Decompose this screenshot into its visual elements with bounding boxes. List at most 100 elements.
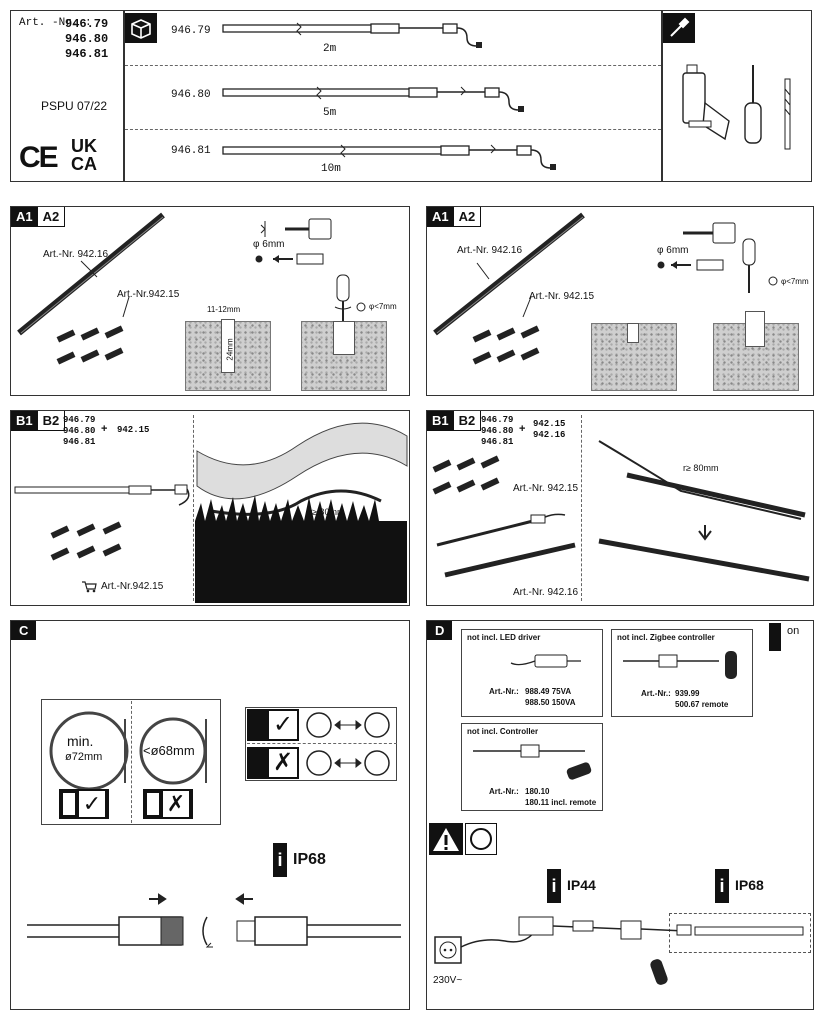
zigbee-box <box>611 629 753 717</box>
controller-line-2: 180.11 incl. remote <box>525 798 597 807</box>
controller-icon <box>473 744 592 780</box>
drill-diameter-label-right: φ 6mm <box>657 245 689 256</box>
power-circle-icon <box>465 823 497 855</box>
drill-diameter-label: φ 6mm <box>253 239 285 250</box>
drill-bit-icon <box>784 78 791 150</box>
br-profile-art: Art.-Nr. 942.16 <box>513 587 579 598</box>
zigbee-art-label: Art.-Nr.: <box>641 689 671 698</box>
info-ip68-d-icon: i <box>715 869 729 903</box>
panel-d-tag: D <box>427 621 453 640</box>
info-ip44-icon: i <box>547 869 561 903</box>
tag-d: D <box>427 621 453 640</box>
bend-circles <box>49 711 207 791</box>
variant-length-3: 10m <box>321 163 341 175</box>
info-ip68-icon: i <box>273 843 287 877</box>
art-number-2: 946.80 <box>65 32 109 46</box>
led-driver-line-2: 988.50 150VA <box>525 698 576 707</box>
doc-code: PSPU 07/22 <box>41 99 108 113</box>
panel-b-left-tag: B1 B2 <box>11 411 66 431</box>
zigbee-title: not incl. Zigbee controller <box>617 633 715 642</box>
hole-depth-label: 24mm <box>225 338 235 361</box>
b-art-3: 946.81 <box>63 437 96 447</box>
ukca-mark-top: UK <box>71 136 97 156</box>
row-divider-2 <box>125 129 661 130</box>
panel-a-left: A1 A2 Art.-Nr. 942.16 Art.-Nr.942.15 φ 6… <box>10 206 410 396</box>
panel-b-left: B1 B2 946.79 946.80 946.81 + 942.15 r≥ 8… <box>10 410 410 606</box>
variant-art-3: 946.81 <box>171 145 211 157</box>
b-divider <box>193 415 194 601</box>
controller-line-1: 180.10 <box>525 787 550 796</box>
panel-c-tag: C <box>11 621 37 640</box>
led-driver-box <box>461 629 603 717</box>
cross-icon: ✗ <box>163 791 189 817</box>
connector-ok-check-icon: ✓ <box>269 711 297 739</box>
screw-diameter-label-right: φ<7mm <box>781 277 809 286</box>
b-plus: + <box>101 423 108 435</box>
screw-diameter-label: φ<7mm <box>369 302 397 311</box>
controller-art-label: Art.-Nr.: <box>489 787 519 796</box>
b-art-1: 946.79 <box>63 415 96 425</box>
warn-ok-icon <box>63 793 75 815</box>
br-plus: + <box>519 423 526 435</box>
br-radius-label: r≥ 80mm <box>683 463 719 473</box>
tag-a2: A2 <box>37 207 66 227</box>
profile-art-label-right: Art.-Nr. 942.16 <box>457 245 523 256</box>
b-art-2: 946.80 <box>63 426 96 436</box>
checkmark-icon: ✓ <box>79 791 105 817</box>
drill-hole <box>221 319 235 373</box>
br-accessory-2: 942.16 <box>533 430 566 440</box>
warn-bad-icon <box>147 793 159 815</box>
ip68-label: IP68 <box>293 851 326 868</box>
variant-length-1: 2m <box>323 43 337 55</box>
panel-b-right-tag: B1 B2 <box>427 411 482 431</box>
clip-art-label: Art.-Nr.942.15 <box>117 289 180 300</box>
zigbee-line-2: 500.67 remote <box>675 700 729 709</box>
art-number-1: 946.79 <box>65 17 109 31</box>
header-divider-right <box>661 11 663 181</box>
min-diameter-label: ø72mm <box>65 751 103 763</box>
led-driver-icon <box>510 654 581 668</box>
package-glyph-icon <box>131 19 151 39</box>
connector-divider <box>247 743 397 744</box>
panel-a-right: A1 A2 Art.-Nr. 942.16 Art.-Nr. 942.15 φ … <box>426 206 814 396</box>
connector-pins-drawing <box>306 712 390 776</box>
zigbee-controller-icon <box>623 651 737 679</box>
tag-b1-right: B1 <box>427 411 454 431</box>
drill-icon <box>682 64 730 141</box>
header-divider-left <box>123 11 125 181</box>
connector-bad-cross-icon: ✗ <box>269 749 297 777</box>
ce-mark: CE <box>19 141 59 174</box>
wiring-diagram <box>434 916 804 985</box>
connector-assembly-drawing <box>27 893 401 948</box>
anchor-slot-right <box>745 311 765 347</box>
panel-d: D on not incl. LED driver Art.-Nr.: 988.… <box>426 620 814 1010</box>
screwdriver-glyph-icon <box>670 17 690 37</box>
tag-b1: B1 <box>11 411 38 431</box>
profile-rail-drawing-right <box>433 212 778 365</box>
controller-title: not incl. Controller <box>467 727 539 736</box>
ip44-label: IP44 <box>567 877 596 893</box>
hole-width-label: 11-12mm <box>207 305 241 314</box>
cart-icon <box>82 581 97 593</box>
strip-with-clips-drawing <box>14 422 408 603</box>
b-accessory: 942.15 <box>117 425 150 435</box>
bad-diameter-label: <ø68mm <box>143 743 195 758</box>
strip-drawings <box>222 22 556 170</box>
on-warning-icon <box>769 623 781 651</box>
panel-c: C min. ø72mm <ø68mm ✓ ✗ ✓ ✗ i IP68 <box>10 620 410 1010</box>
art-label: Art. -Nr. : <box>19 17 92 29</box>
concrete-block-right-1 <box>591 323 677 391</box>
tag-a1-right: A1 <box>427 207 454 227</box>
panel-a-right-tag: A1 A2 <box>427 207 482 227</box>
br-accessory-1: 942.15 <box>533 419 566 429</box>
tag-b2-right: B2 <box>453 411 482 431</box>
variant-art-2: 946.80 <box>171 89 211 101</box>
br-clip-art: Art.-Nr. 942.15 <box>513 483 579 494</box>
br-drawing <box>432 440 810 582</box>
drill-hole-right <box>627 323 639 343</box>
min-label: min. <box>67 733 94 749</box>
br-art-3: 946.81 <box>481 437 514 447</box>
br-divider <box>581 415 582 601</box>
voltage-label: 230V~ <box>433 975 463 986</box>
tag-b2: B2 <box>37 411 66 431</box>
